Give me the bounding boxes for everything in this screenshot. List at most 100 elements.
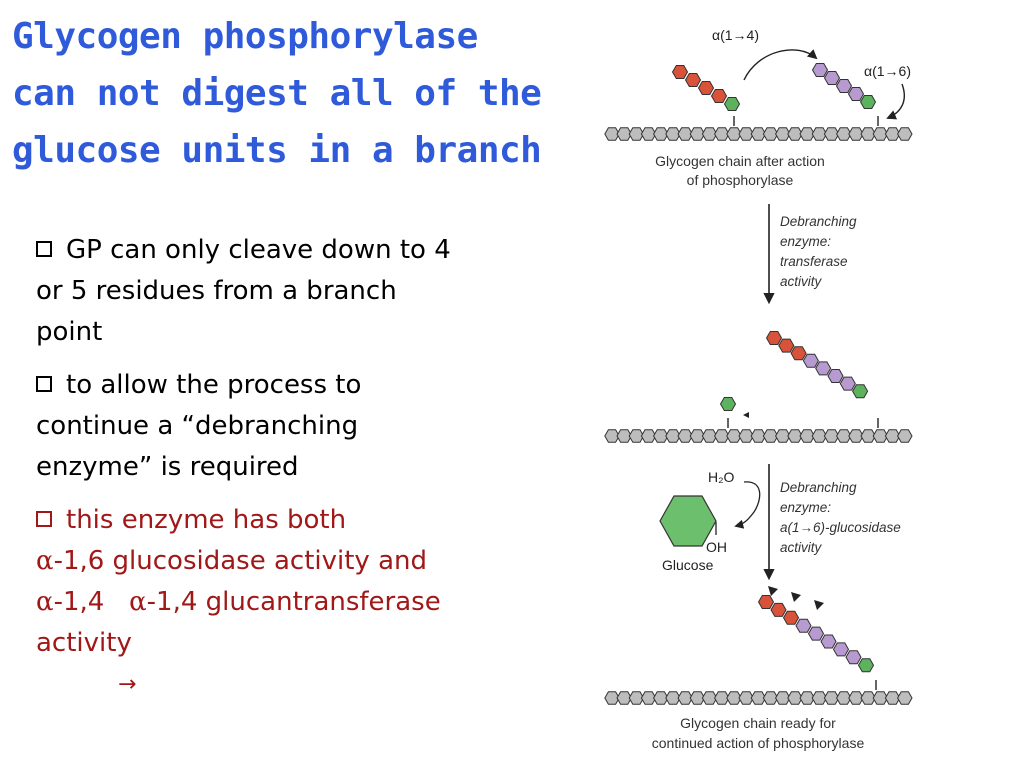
step-1-line-3: transferase [780, 254, 848, 269]
glucose-unit-icon [872, 691, 889, 705]
glucose-unit-icon [750, 691, 767, 705]
step-1-line-2: enzyme: [780, 234, 831, 249]
bullet-3-line-3b: -1,4 glucantransferase [146, 587, 441, 617]
glucose-unit-icon [689, 691, 706, 705]
glucose-unit-icon [848, 429, 864, 443]
glucose-unit-icon [738, 127, 754, 141]
glucose-unit-icon [852, 384, 869, 399]
glucose-unit-icon [847, 87, 865, 101]
chain-row-2 [604, 429, 913, 443]
cleave-arrowhead-icon [743, 412, 749, 418]
caption-top-line-1: Glycogen chain after action [655, 153, 825, 169]
glucose-unit-icon [714, 127, 730, 141]
glucose-unit-icon [778, 338, 795, 353]
bullet-2-line-3: enzyme” is required [36, 452, 299, 482]
right-arrow-icon: → [118, 672, 137, 697]
water-label: H₂O [708, 469, 735, 485]
bullet-list: GP can only cleave down to 4 or 5 residu… [36, 230, 556, 676]
glucose-unit-icon [701, 691, 718, 705]
glucose-unit-icon [823, 429, 840, 443]
arrowhead-icon [768, 586, 778, 596]
glucose-unit-icon [775, 429, 791, 443]
glucose-unit-icon [802, 353, 819, 368]
glucose-label: Glucose [662, 557, 714, 573]
bullet-2: to allow the process to continue a “debr… [36, 365, 556, 488]
glucose-unit-icon [811, 63, 829, 77]
glucose-unit-icon [897, 127, 913, 141]
glucose-unit-icon [787, 691, 803, 705]
glucose-unit-icon [677, 429, 693, 443]
hydrolysis-arrow-icon [734, 481, 761, 529]
glucose-unit-icon [836, 691, 852, 705]
caption-bottom-line-1: Glycogen chain ready for [680, 715, 836, 731]
title-line-2: can not digest all of the [12, 73, 542, 114]
glucose-unit-icon [848, 127, 864, 141]
bullet-3-line-3a: -1,4 [53, 587, 105, 617]
glucose-unit-icon [723, 97, 741, 111]
glucose-unit-icon [811, 127, 828, 141]
glucose-unit-icon [684, 73, 702, 87]
glucose-unit-icon [616, 127, 632, 141]
glucose-unit-icon [640, 127, 657, 141]
glucose-unit-icon [653, 691, 669, 705]
glucose-unit-icon [860, 429, 876, 443]
square-bullet-icon [36, 241, 52, 257]
square-bullet-icon [36, 511, 52, 527]
glucose-unit-icon [677, 691, 693, 705]
glucose-unit-icon [897, 429, 913, 443]
glucose-unit-icon [857, 658, 875, 673]
step-1-line-1: Debranching [780, 214, 857, 229]
glucose-unit-icon [604, 691, 620, 705]
arrowhead-icon [814, 600, 824, 610]
single-glucose-stub [719, 397, 737, 411]
step-2-line-4: activity [780, 540, 823, 555]
glucose-unit-icon [811, 429, 828, 443]
glucose-unit-icon [775, 127, 791, 141]
bullet-2-line-1: to allow the process to [66, 370, 362, 400]
glucose-unit-icon [628, 429, 645, 443]
bond-label-a16: α(1→6) [864, 63, 911, 79]
glucose-unit-icon [714, 691, 730, 705]
glucose-unit-icon [884, 127, 901, 141]
bullet-3-line-1: this enzyme has both [66, 505, 347, 535]
glucose-unit-icon [689, 429, 706, 443]
glucose-unit-icon [884, 429, 901, 443]
bond-pointer-arrow-icon [886, 83, 906, 120]
glucose-unit-icon [710, 89, 728, 103]
glucose-unit-icon [726, 691, 742, 705]
glucose-unit-icon [714, 429, 730, 443]
bullet-2-line-2: continue a “debranching [36, 411, 359, 441]
debranching-diagram: α(1→4) α(1→6) Glycogen chain after actio… [604, 27, 913, 751]
branch-1-left [671, 65, 741, 111]
glucose-unit-icon [790, 346, 807, 361]
glucose-unit-icon [697, 81, 715, 95]
glucose-unit-icon [757, 595, 775, 609]
glucose-unit-icon [640, 429, 657, 443]
glucose-unit-icon [799, 127, 815, 141]
bullet-3-line-4: activity [36, 628, 132, 658]
glucose-unit-icon [839, 376, 856, 391]
glucose-unit-icon [832, 642, 850, 657]
glucose-unit-icon [770, 602, 787, 617]
title-line-3: glucose units in a branch [12, 130, 542, 171]
title-line-1: Glycogen phosphorylase [12, 16, 478, 57]
glucose-unit-icon [677, 127, 693, 141]
chain-row-1 [604, 127, 913, 141]
step-2-line-1: Debranching [780, 480, 857, 495]
glucose-unit-icon [750, 127, 767, 141]
glucose-unit-icon [872, 127, 889, 141]
bullet-1-line-3: point [36, 317, 103, 347]
extended-branch [765, 331, 869, 399]
glucose-unit-icon [653, 429, 669, 443]
glucose-unit-icon [762, 429, 779, 443]
glucose-unit-icon [640, 691, 657, 705]
glucose-unit-icon [860, 691, 876, 705]
bullet-1-line-2: or 5 residues from a branch [36, 276, 397, 306]
glucose-unit-icon [787, 127, 803, 141]
glucose-unit-icon [799, 691, 815, 705]
glucose-unit-icon [671, 65, 689, 79]
bond-label-a14: α(1→4) [712, 27, 759, 43]
alpha-symbol: α [36, 546, 54, 576]
glucose-unit-icon [665, 429, 681, 443]
chain-row-3 [604, 691, 913, 705]
